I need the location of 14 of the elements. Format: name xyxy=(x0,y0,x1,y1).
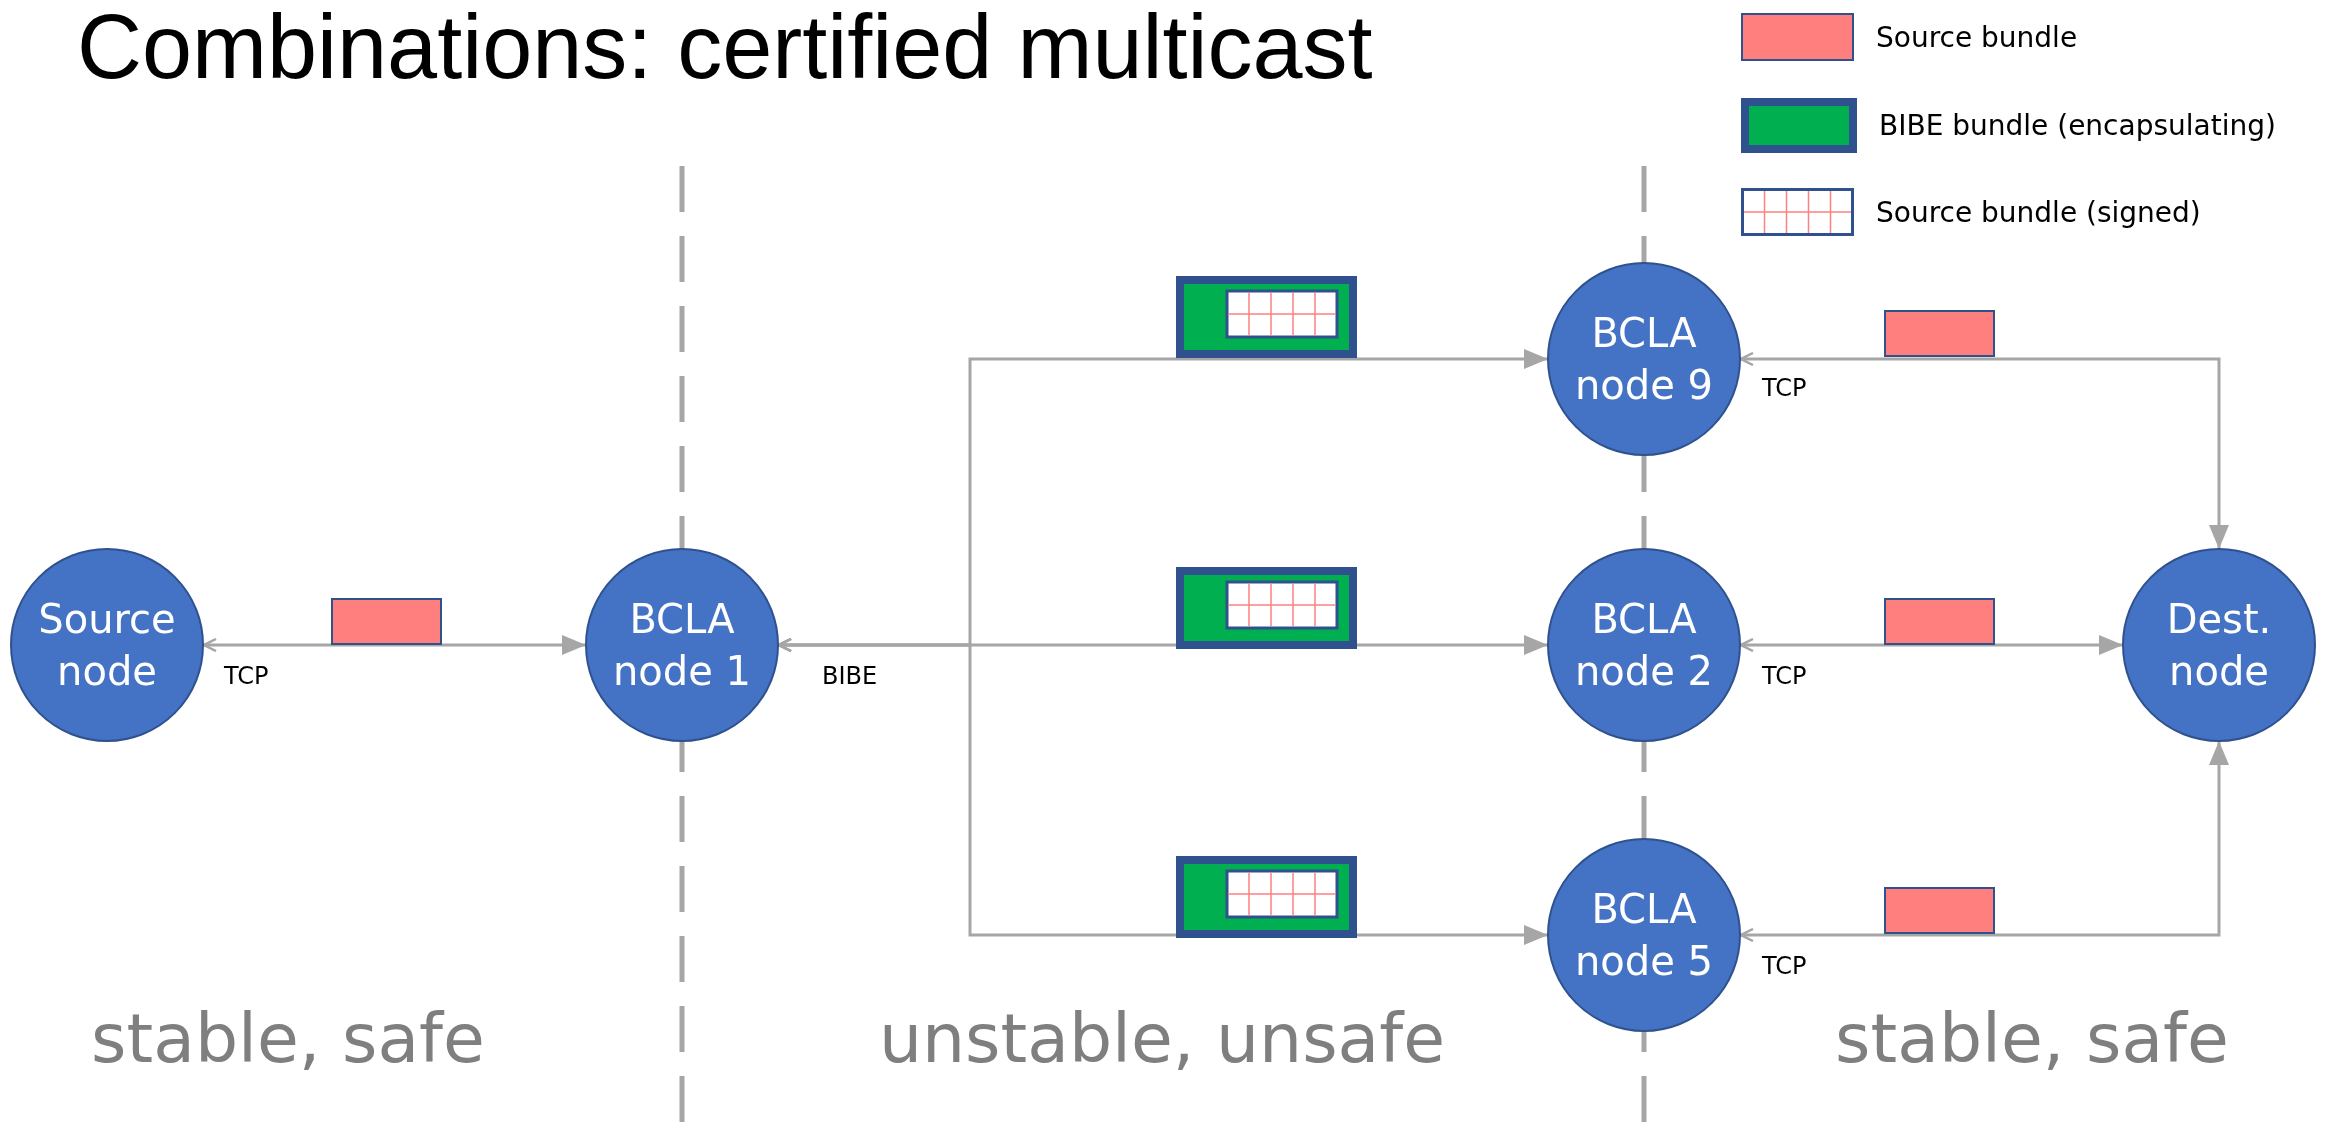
node-label: BCLA node 9 xyxy=(1574,309,1714,410)
slide-title: Combinations: certified multicast xyxy=(77,2,1373,92)
legend-text: BIBE bundle (encapsulating) xyxy=(1879,109,2276,142)
arrow xyxy=(1739,351,2229,549)
node-label: Source node xyxy=(37,595,177,696)
node-label: BCLA node 1 xyxy=(612,595,752,696)
arrow xyxy=(202,635,586,655)
arrow xyxy=(1739,635,2123,655)
node-label: BCLA node 2 xyxy=(1574,595,1714,696)
arrow xyxy=(1739,741,2229,943)
legend-text: Source bundle (signed) xyxy=(1876,195,2201,229)
node-label: BCLA node 5 xyxy=(1574,885,1714,986)
legend-text: Source bundle xyxy=(1876,20,2078,54)
node-label: Dest. node xyxy=(2165,595,2273,696)
